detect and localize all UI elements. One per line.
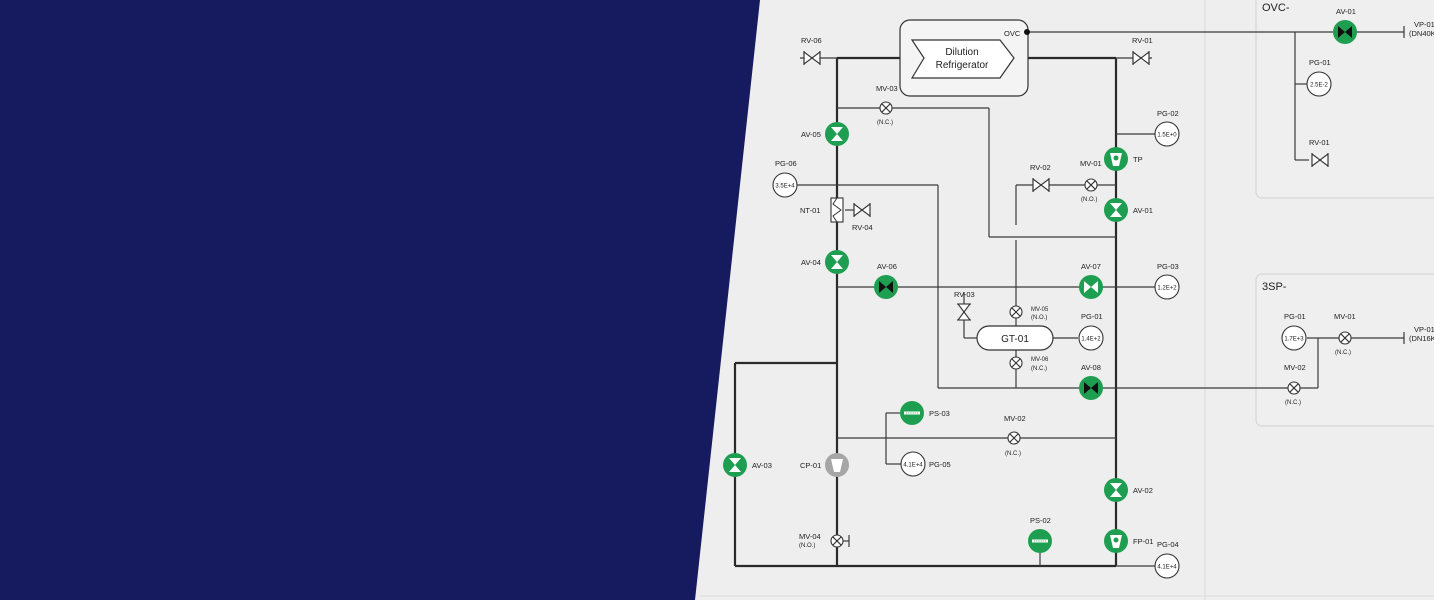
3sp-vp-01-sub: (DN16K — [1409, 334, 1434, 343]
mv-04-label: MV-04 — [799, 532, 821, 541]
pg-02-gauge[interactable]: 1.5E+0 — [1154, 121, 1180, 147]
pg-04-label: PG-04 — [1157, 540, 1179, 549]
nt-01-label: NT-01 — [800, 206, 820, 215]
av-06-valve[interactable] — [874, 275, 898, 299]
ps-02-label: PS-02 — [1030, 516, 1051, 525]
ovc-rv-01-label: RV-01 — [1309, 138, 1330, 147]
av-01-label: AV-01 — [1133, 206, 1153, 215]
av-01-valve[interactable] — [1104, 198, 1128, 222]
mv-05-valve[interactable] — [1009, 305, 1023, 319]
ovc-pg-01-label: PG-01 — [1309, 58, 1331, 67]
av-07-valve[interactable] — [1079, 275, 1103, 299]
fp-01-pump[interactable] — [1104, 529, 1128, 553]
svg-text:3.5E+4: 3.5E+4 — [775, 184, 795, 190]
pg-06-label: PG-06 — [775, 159, 797, 168]
svg-text:1.2E+2: 1.2E+2 — [1157, 286, 1177, 292]
tp-turbo-pump[interactable] — [1104, 147, 1128, 171]
svg-text:1.5E+0: 1.5E+0 — [1157, 133, 1177, 139]
mv-06-label: MV-06 — [1031, 357, 1049, 363]
ovc-vp-01-sub: (DN40K — [1409, 29, 1434, 38]
3sp-pg-01-gauge[interactable]: 1.7E+3 — [1281, 325, 1307, 351]
mv-02-state: (N.C.) — [1005, 451, 1021, 457]
ps-02-switch[interactable] — [1027, 528, 1053, 554]
ovc-pg-01-gauge[interactable]: 2.5E-2 — [1306, 71, 1332, 97]
pg-05-gauge[interactable]: 4.1E+4 — [900, 451, 926, 477]
svg-text:4.1E+4: 4.1E+4 — [903, 463, 923, 469]
3sp-mv-01-state: (N.C.) — [1335, 350, 1351, 356]
rv-03-label: RV-03 — [954, 290, 975, 299]
svg-text:Refrigerator: Refrigerator — [936, 60, 989, 71]
mv-04-state: (N.O.) — [799, 543, 815, 549]
3sp-pg-01-label: PG-01 — [1284, 312, 1306, 321]
cp-01-label: CP-01 — [800, 461, 821, 470]
pg-02-label: PG-02 — [1157, 109, 1179, 118]
svg-text:1.7E+3: 1.7E+3 — [1284, 337, 1304, 343]
mv-01-state: (N.O.) — [1081, 197, 1097, 203]
rv-01-label: RV-01 — [1132, 36, 1153, 45]
mv-06-state: (N.C.) — [1031, 366, 1047, 372]
nt-01-element[interactable] — [830, 197, 844, 223]
mv-02-valve[interactable] — [1007, 431, 1021, 445]
av-08-valve[interactable] — [1079, 376, 1103, 400]
mv-02-label: MV-02 — [1004, 414, 1026, 423]
svg-text:2.5E-2: 2.5E-2 — [1310, 83, 1328, 89]
3sp-mv-02-state: (N.C.) — [1285, 400, 1301, 406]
rv-02-label: RV-02 — [1030, 163, 1051, 172]
ovc-vp-01-label: VP-01 — [1414, 20, 1434, 29]
3sp-mv-01-label: MV-01 — [1334, 312, 1356, 321]
mv-06-valve[interactable] — [1009, 356, 1023, 370]
av-02-label: AV-02 — [1133, 486, 1153, 495]
pg-01-label: PG-01 — [1081, 312, 1103, 321]
av-04-label: AV-04 — [801, 258, 821, 267]
gt-01-tank[interactable]: GT-01 — [976, 325, 1054, 351]
av-03-label: AV-03 — [752, 461, 772, 470]
tp-label: TP — [1133, 155, 1143, 164]
3sp-panel-title: 3SP- — [1262, 281, 1287, 293]
pg-01-gauge[interactable]: 1.4E+2 — [1078, 325, 1104, 351]
av-07-label: AV-07 — [1081, 262, 1101, 271]
av-02-valve[interactable] — [1104, 478, 1128, 502]
fp-01-label: FP-01 — [1133, 537, 1153, 546]
svg-text:GT-01: GT-01 — [1001, 334, 1029, 345]
3sp-mv-02-label: MV-02 — [1284, 363, 1306, 372]
mv-01-valve[interactable] — [1084, 178, 1098, 192]
ovc-port-label: OVC — [1004, 29, 1021, 38]
mv-03-valve[interactable] — [879, 101, 893, 115]
3sp-mv-01-valve[interactable] — [1338, 331, 1352, 345]
ps-03-label: PS-03 — [929, 409, 950, 418]
mv-04-valve[interactable] — [830, 534, 844, 548]
cp-01-pump[interactable] — [825, 453, 849, 477]
rv-04-label: RV-04 — [852, 223, 873, 232]
mv-03-state: (N.C.) — [877, 120, 893, 126]
svg-text:4.1E+4: 4.1E+4 — [1157, 565, 1177, 571]
mv-01-label: MV-01 — [1080, 159, 1102, 168]
rv-06-label: RV-06 — [801, 36, 822, 45]
av-06-label: AV-06 — [877, 262, 897, 271]
3sp-vp-01-label: VP-01 — [1414, 325, 1434, 334]
ovc-panel — [1255, 0, 1434, 199]
av-04-valve[interactable] — [825, 250, 849, 274]
pg-03-label: PG-03 — [1157, 262, 1179, 271]
ps-03-switch[interactable] — [899, 400, 925, 426]
pg-04-gauge[interactable]: 4.1E+4 — [1154, 553, 1180, 579]
mv-03-label: MV-03 — [876, 84, 898, 93]
av-08-label: AV-08 — [1081, 363, 1101, 372]
pg-03-gauge[interactable]: 1.2E+2 — [1154, 274, 1180, 300]
pg-06-gauge[interactable]: 3.5E+4 — [772, 172, 798, 198]
svg-text:1.4E+2: 1.4E+2 — [1081, 337, 1101, 343]
dilution-refrigerator[interactable]: Dilution Refrigerator — [899, 19, 1029, 97]
av-05-valve[interactable] — [825, 122, 849, 146]
mv-05-state: (N.O.) — [1031, 315, 1047, 321]
pg-05-label: PG-05 — [929, 460, 951, 469]
ovc-panel-title: OVC- — [1262, 2, 1290, 14]
mv-05-label: MV-05 — [1031, 307, 1049, 313]
ovc-av-01-valve[interactable] — [1333, 20, 1357, 44]
ovc-av-01-label: AV-01 — [1336, 7, 1356, 16]
svg-text:Dilution: Dilution — [945, 47, 978, 58]
navy-panel — [0, 0, 760, 600]
av-05-label: AV-05 — [801, 130, 821, 139]
av-03-valve[interactable] — [723, 453, 747, 477]
3sp-mv-02-valve[interactable] — [1287, 381, 1301, 395]
